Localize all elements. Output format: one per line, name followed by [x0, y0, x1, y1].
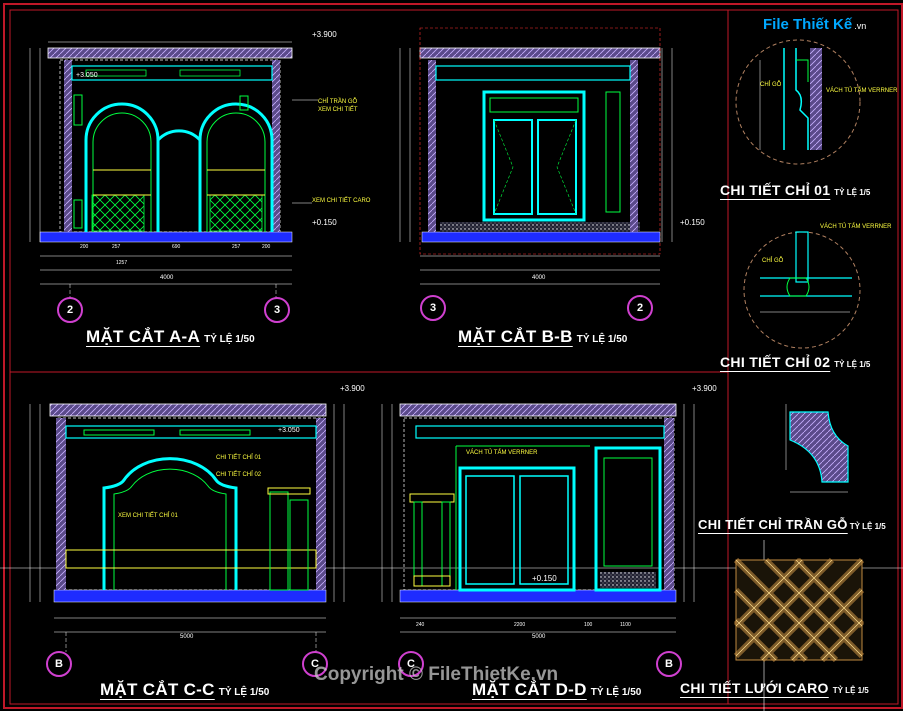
section-aa-title-text: MẶT CẮT A-A: [86, 327, 201, 346]
axis-marker-dd-left: C: [398, 651, 424, 677]
sheet-frame-inner: [9, 9, 899, 705]
detail-02-title-text: CHI TIẾT CHỈ 02: [720, 354, 831, 370]
dim-aa-part-1: 200: [80, 244, 89, 250]
section-bb-drawing: [399, 27, 673, 285]
section-dd-scale: TỶ LỆ 1/50: [590, 687, 642, 698]
note-cc-chi01: CHI TIẾT CHỈ 01: [216, 455, 262, 461]
detail-caro-title-text: CHI TIẾT LƯỚI CARO: [680, 680, 829, 696]
elev-aa-mid: +3.050: [76, 72, 98, 79]
detail-caro-scale: TỶ LỆ 1/5: [832, 686, 869, 695]
note-detail01-chi: CHỈ GỖ: [760, 82, 782, 88]
note-aa-ceiling: CHỈ TRẦN GỖ XEM CHI TIẾT: [318, 99, 358, 113]
note-cc-xem: XEM CHI TIẾT CHỈ 01: [118, 513, 178, 519]
dim-aa-mid: 1257: [116, 260, 128, 266]
detail-02-scale: TỶ LỆ 1/5: [834, 360, 871, 369]
detail-01-title-text: CHI TIẾT CHỈ 01: [720, 182, 831, 198]
detail-ceiling-title-text: CHI TIẾT CHỈ TRẦN GỖ: [698, 517, 848, 532]
axis-marker-bb-right: 2: [627, 295, 653, 321]
detail-01-drawing: [735, 39, 861, 165]
note-detail01-vach: VÁCH TỦ TẤM VERRNER: [826, 88, 898, 94]
section-bb-title-text: MẶT CẮT B-B: [458, 327, 573, 346]
dim-dd-part-3: 100: [584, 622, 593, 628]
dim-dd-part-4: 1100: [620, 622, 631, 628]
elev-aa-floor: +0.150: [312, 218, 337, 227]
detail-ceiling-scale: TỶ LỆ 1/5: [849, 522, 886, 531]
detail-caro-drawing: [733, 557, 865, 663]
dim-dd-part-2: 2200: [514, 622, 526, 628]
elev-cc-mid: +3.050: [278, 427, 300, 434]
axis-marker-bb-left: 3: [420, 295, 446, 321]
axis-marker-dd-right: B: [656, 651, 682, 677]
section-bb-scale: TỶ LỆ 1/50: [576, 334, 628, 345]
axis-marker-cc-left: B: [46, 651, 72, 677]
axis-marker-cc-right: C: [302, 651, 328, 677]
section-dd-drawing: [381, 403, 695, 633]
sheet-frame: [3, 3, 903, 709]
brand-logo-name: File Thiết Kế: [763, 16, 853, 33]
elev-cc-top: +3.900: [340, 384, 365, 393]
detail-ceiling-drawing: [785, 404, 849, 493]
section-dd-title-text: MẶT CẮT D-D: [472, 680, 587, 699]
note-cc-chi02: CHI TIẾT CHỈ 02: [216, 472, 262, 478]
brand-logo: File Thiết Kế.vn: [763, 16, 873, 42]
section-cc-title-text: MẶT CẮT C-C: [100, 680, 215, 699]
dim-aa-total: 4000: [160, 275, 174, 281]
dim-aa-part-2: 257: [112, 244, 121, 250]
section-aa-scale: TỶ LỆ 1/50: [204, 334, 255, 345]
note-detail02-chi: CHỈ GỖ: [762, 258, 784, 264]
copyright-watermark: Copyright © FileThietKe.vn: [314, 664, 559, 685]
elev-aa-top: +3.900: [312, 30, 337, 39]
dim-aa-part-3: 690: [172, 244, 181, 250]
dim-dd-total: 5000: [532, 634, 546, 640]
dim-bb-total: 4000: [532, 275, 546, 281]
detail-02-drawing: [743, 231, 861, 349]
axis-marker-aa-left: 2: [57, 297, 83, 323]
dim-cc-total: 5000: [180, 634, 194, 640]
brand-logo-domain: .vn: [854, 21, 867, 31]
section-cc-drawing: [29, 403, 345, 652]
note-detail02-vach: VÁCH TỦ TẤM VERRNER: [820, 224, 892, 230]
dim-aa-part-5: 200: [262, 244, 271, 250]
axis-marker-aa-right: 3: [264, 297, 290, 323]
elev-bb-floor: +0.150: [680, 218, 705, 227]
section-aa-drawing: [29, 41, 318, 298]
section-cc-scale: TỶ LỆ 1/50: [218, 687, 270, 698]
elev-dd-floor: +0.150: [532, 574, 557, 583]
note-aa-caro: XEM CHI TIẾT CARO: [312, 198, 371, 204]
elev-dd-top: +3.900: [692, 384, 717, 393]
detail-01-scale: TỶ LỆ 1/5: [834, 188, 871, 197]
dim-aa-part-4: 257: [232, 244, 241, 250]
note-dd-vach: VÁCH TỦ TẤM VERRNER: [466, 450, 538, 456]
dim-dd-part-1: 240: [416, 622, 425, 628]
